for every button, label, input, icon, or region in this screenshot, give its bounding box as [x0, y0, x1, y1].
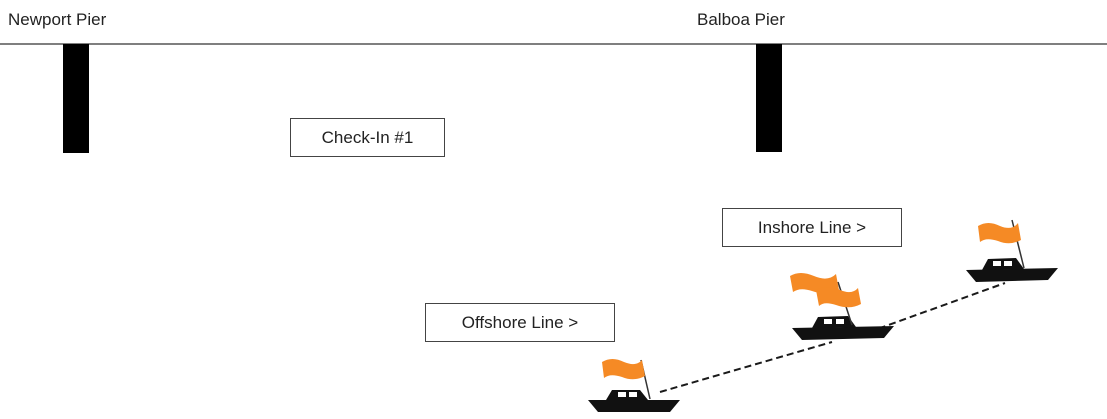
flag-icon	[602, 359, 645, 380]
offshore-boat	[588, 359, 680, 412]
inshore-boat	[966, 219, 1058, 282]
offshore-line-segment	[659, 341, 833, 393]
offshore-line-box: Offshore Line >	[425, 303, 615, 342]
middle-boat	[790, 273, 894, 340]
inshore-line-box: Inshore Line >	[722, 208, 902, 247]
check-in-box: Check-In #1	[290, 118, 445, 157]
newport-pier-label: Newport Pier	[8, 10, 107, 29]
balboa-pier-label: Balboa Pier	[697, 10, 785, 29]
flag-icon	[978, 223, 1021, 244]
flag-icon	[816, 287, 861, 308]
balboa-pier	[756, 44, 782, 152]
newport-pier	[63, 44, 89, 153]
